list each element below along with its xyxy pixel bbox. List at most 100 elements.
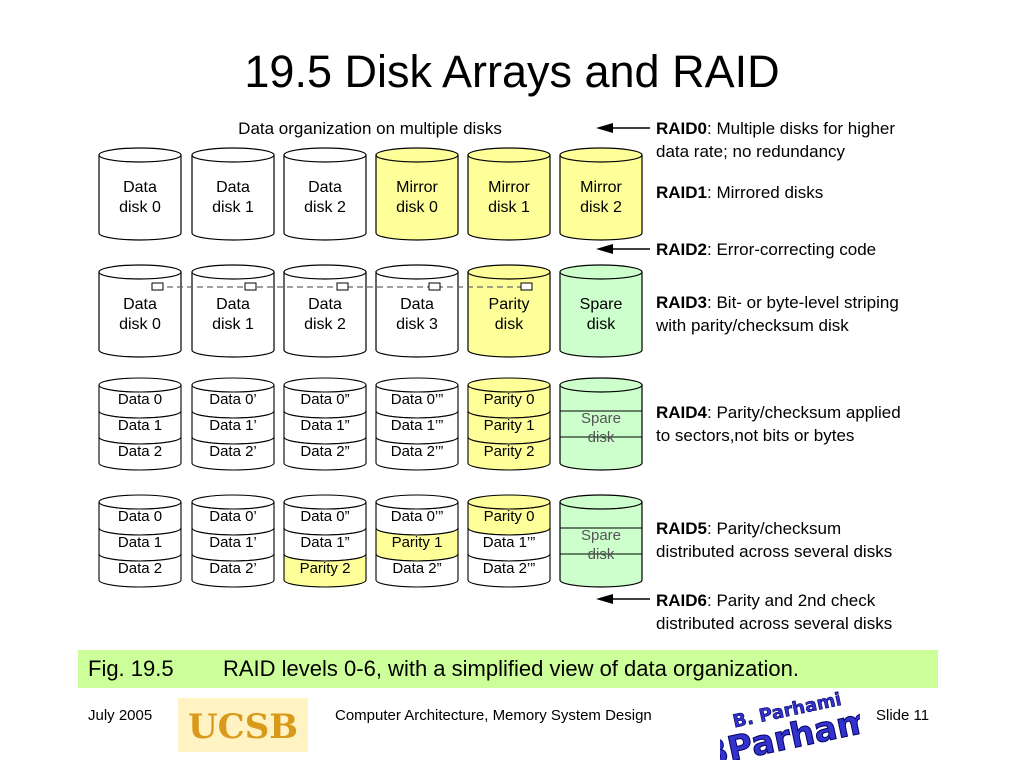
row2-spare-disk: Spare disk xyxy=(559,377,643,471)
row0-disk-1-label1: Data xyxy=(216,179,250,196)
row0-disk-5: Mirror disk 2 xyxy=(559,147,643,241)
raid3-striping-line xyxy=(151,282,533,291)
row2-disk-0-sector-0-label: Data 0 xyxy=(118,391,162,408)
row2-disk-0-sector-1-label: Data 1 xyxy=(118,417,162,434)
row0-disk-0-label2: disk 0 xyxy=(119,199,161,216)
raid3-label: RAID3 xyxy=(656,293,708,312)
row2-disk-4-sector-2-label: Parity 2 xyxy=(484,443,535,460)
row3-disk-1-sector-2 xyxy=(191,553,275,588)
row2-disk-0-sector-2 xyxy=(98,436,182,471)
raid5-desc-line1: : Parity/checksum xyxy=(707,519,842,538)
raid5-description: RAID5: Parity/checksum distributed acros… xyxy=(656,517,892,563)
raid4-label: RAID4 xyxy=(656,403,708,422)
row3-disk-2: Data 0” Data 1” Parity 2 xyxy=(283,494,367,588)
row0-disk-5-label2: disk 2 xyxy=(580,199,622,216)
row2-disk-4-sector-2 xyxy=(467,436,551,471)
row0-disk-2-label2: disk 2 xyxy=(304,199,346,216)
row1-head-marker-3 xyxy=(428,282,441,291)
raid2-label: RAID2 xyxy=(656,240,708,259)
row0-disk-2: Data disk 2 xyxy=(283,147,367,241)
ucsb-logo: UCSB xyxy=(178,698,308,752)
row3-disk-3-sector-1-label: Parity 1 xyxy=(392,534,443,551)
row0-disk-0: Data disk 0 xyxy=(98,147,182,241)
row3-disk-4-sector-2-label: Data 2’” xyxy=(483,560,536,577)
raid0-label: RAID0 xyxy=(656,119,708,138)
row1-disk-1-label2: disk 1 xyxy=(212,316,254,333)
raid2-arrow xyxy=(596,244,650,254)
raid3-desc-line1: : Bit- or byte-level striping xyxy=(707,293,899,312)
raid6-label: RAID6 xyxy=(656,591,708,610)
row3-disk-2-sector-0-label: Data 0” xyxy=(300,508,349,525)
row1-disk-1-label1: Data xyxy=(216,296,250,313)
row1-disk-1: Data disk 1 xyxy=(191,264,275,358)
row2-disk-2-sector-2-label: Data 2” xyxy=(300,443,349,460)
row2-disk-1-sector-2 xyxy=(191,436,275,471)
row3-disk-3-sector-2-label: Data 2” xyxy=(392,560,441,577)
row0-disk-4-label2: disk 1 xyxy=(488,199,530,216)
row2-disk-3-sector-2 xyxy=(375,436,459,471)
raid6-arrow xyxy=(596,594,650,604)
row3-disk-2-sector-2-label: Parity 2 xyxy=(300,560,351,577)
raid3-desc-line2: with parity/checksum disk xyxy=(656,316,849,335)
row3-disk-3-sector-0-label: Data 0’” xyxy=(391,508,444,525)
row3-disk-1-sector-2-label: Data 2’ xyxy=(209,560,257,577)
row2-disk-3: Data 0’” Data 1’” Data 2’” xyxy=(375,377,459,471)
row0-disk-4: Mirror disk 1 xyxy=(467,147,551,241)
row3-disk-0-sector-2-label: Data 2 xyxy=(118,560,162,577)
row2-disk-4: Parity 0 Parity 1 Parity 2 xyxy=(467,377,551,471)
row3-disk-1: Data 0’ Data 1’ Data 2’ xyxy=(191,494,275,588)
raid4-desc-line1: : Parity/checksum applied xyxy=(707,403,901,422)
author-signature-logo: B. Parhami BParhami xyxy=(720,689,860,760)
row2-disk-4-sector-1-label: Parity 1 xyxy=(484,417,535,434)
raid1-desc-line1: : Mirrored disks xyxy=(707,183,824,202)
row0-disk-0-label1: Data xyxy=(123,179,157,196)
row1-disk-5-label1: Spare xyxy=(580,296,623,313)
footer-slide-number: Slide 11 xyxy=(876,707,930,724)
raid1-description: RAID1: Mirrored disks xyxy=(656,181,823,204)
row2-disk-3-sector-0-label: Data 0’” xyxy=(391,391,444,408)
row2-spare-label1: Spare xyxy=(581,410,621,427)
figure-caption: Fig. 19.5 RAID levels 0-6, with a simpli… xyxy=(78,650,938,688)
row2-disk-2-sector-0-label: Data 0” xyxy=(300,391,349,408)
row0-disk-4-label1: Mirror xyxy=(488,179,530,196)
row3-spare-label2: disk xyxy=(588,546,615,563)
row3-disk-2-sector-2 xyxy=(283,553,367,588)
row2-spare-label2: disk xyxy=(588,429,615,446)
row0-disk-2-label1: Data xyxy=(308,179,342,196)
raid5-label: RAID5 xyxy=(656,519,708,538)
row1-disk-4-label1: Parity xyxy=(489,296,530,313)
row3-disk-1-sector-1-label: Data 1’ xyxy=(209,534,257,551)
row2-disk-4-sector-0-label: Parity 0 xyxy=(484,391,535,408)
figure-number: Fig. 19.5 xyxy=(88,656,174,681)
raid6-description: RAID6: Parity and 2nd check distributed … xyxy=(656,589,892,635)
ucsb-logo-text: UCSB xyxy=(188,707,298,747)
row1-disk-3-label1: Data xyxy=(400,296,434,313)
raid4-description: RAID4: Parity/checksum applied to sector… xyxy=(656,401,901,447)
row2-disk-3-sector-2-label: Data 2’” xyxy=(391,443,444,460)
row3-disk-1-sector-0-label: Data 0’ xyxy=(209,508,257,525)
slide-title: 19.5 Disk Arrays and RAID xyxy=(244,46,780,97)
row3-disk-2-sector-1-label: Data 1” xyxy=(300,534,349,551)
row1-head-marker-4 xyxy=(520,282,533,291)
row0-disk-1: Data disk 1 xyxy=(191,147,275,241)
row0-disk-1-label2: disk 1 xyxy=(212,199,254,216)
raid2-desc-line1: : Error-correcting code xyxy=(707,240,877,259)
row0-disk-5-label1: Mirror xyxy=(580,179,622,196)
raid4-desc-line2: to sectors,not bits or bytes xyxy=(656,426,855,445)
diagram-heading: Data organization on multiple disks xyxy=(238,119,502,138)
row2-disk-1: Data 0’Data 1’Data 2’ xyxy=(191,377,275,471)
row2-disk-2-sector-2 xyxy=(283,436,367,471)
row2-disk-3-sector-1-label: Data 1’” xyxy=(391,417,444,434)
row3-disk-4-sector-1-label: Data 1’” xyxy=(483,534,536,551)
row1-disk-4-label2: disk xyxy=(495,316,524,333)
row1-disk-0-label1: Data xyxy=(123,296,157,313)
row2-disk-1-sector-0-label: Data 0’ xyxy=(209,391,257,408)
raid0-desc-line2: data rate; no redundancy xyxy=(656,142,846,161)
